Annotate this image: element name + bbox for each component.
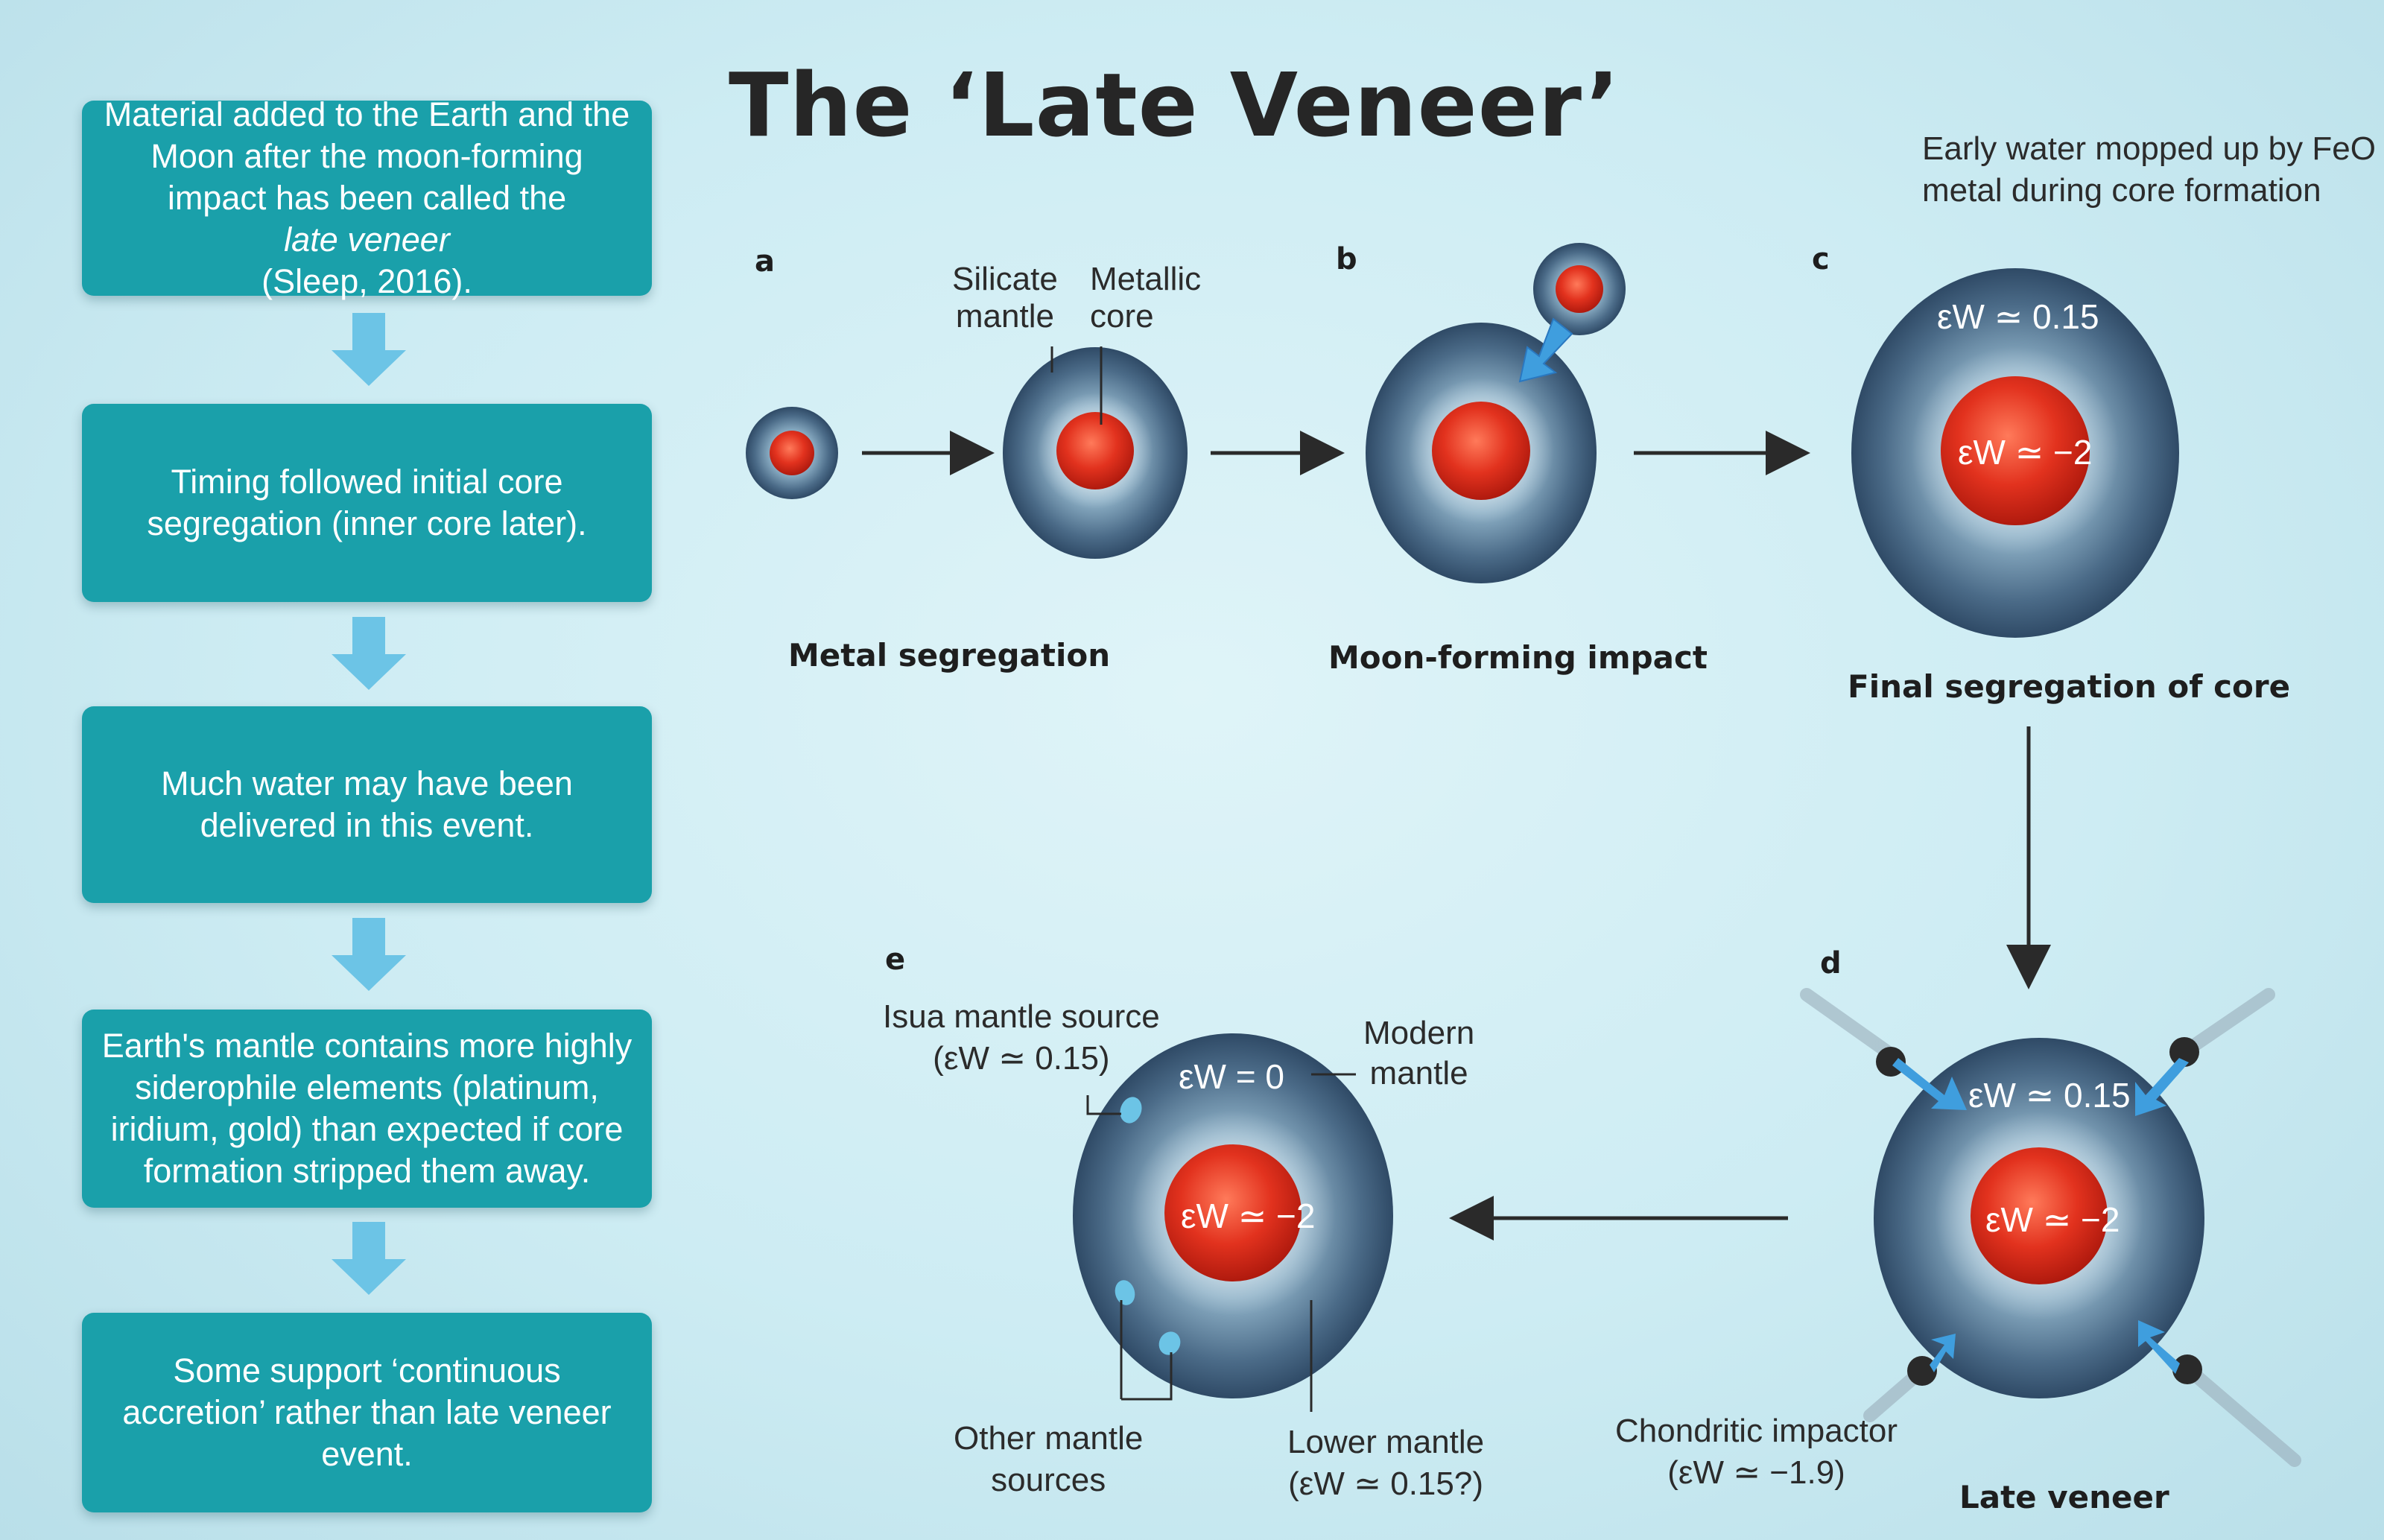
planet-e	[1073, 1033, 1393, 1398]
impactor-streaks	[1800, 988, 2301, 1467]
label-metallic-core: Metallic core	[1090, 261, 1202, 335]
down-arrow-icon	[332, 1222, 406, 1295]
label-lower-mantle: Lower mantle (εW ≃ 0.15?)	[1287, 1424, 1485, 1502]
value-e-mantle: εW = 0	[1179, 1057, 1284, 1096]
caption-metal-segregation: Metal segregation	[788, 637, 1111, 674]
planet-d	[1874, 1038, 2204, 1398]
flow-box-1-text-end: (Sleep, 2016).	[261, 262, 472, 300]
planet-a-large	[1003, 346, 1188, 559]
flow-box-1-emphasis: late veneer	[284, 221, 450, 259]
caption-late-veneer: Late veneer	[1959, 1479, 2169, 1515]
value-d-mantle: εW ≃ 0.15	[1968, 1076, 2131, 1115]
flow-box-1-text: Material added to the Earth and the Moon…	[104, 95, 630, 217]
label-isua-source: Isua mantle source (εW ≃ 0.15)	[883, 998, 1160, 1077]
stage-label-d: d	[1820, 946, 1842, 980]
label-other-sources: Other mantle sources	[954, 1420, 1144, 1498]
caption-final-segregation: Final segregation of core	[1848, 668, 2291, 705]
down-arrow-icon	[332, 918, 406, 991]
stage-label-b: b	[1336, 242, 1357, 276]
impactor-arrows	[1876, 1037, 2202, 1386]
flow-box-4: Earth's mantle contains more highly side…	[82, 1010, 652, 1208]
value-d-core: εW ≃ −2	[1985, 1200, 2120, 1239]
flow-box-5-text: Some support ‘continuous accretion’ rath…	[122, 1352, 612, 1473]
flow-box-5: Some support ‘continuous accretion’ rath…	[82, 1313, 652, 1512]
flow-box-2-text: Timing followed initial core segregation…	[147, 463, 587, 542]
value-c-mantle: εW ≃ 0.15	[1937, 297, 2099, 336]
leader-lines	[1086, 1073, 1356, 1412]
stage-label-c: c	[1812, 242, 1830, 276]
down-arrow-icon	[332, 617, 406, 690]
down-arrow-icon	[332, 313, 406, 386]
flow-box-3: Much water may have been delivered in th…	[82, 706, 652, 903]
label-early-water: Early water mopped up by FeO metal durin…	[1922, 130, 2376, 209]
caption-moon-forming-impact: Moon-forming impact	[1328, 639, 1708, 676]
stage-label-a: a	[755, 244, 775, 279]
flow-box-1: Material added to the Earth and the Moon…	[82, 95, 652, 300]
planet-b	[1366, 243, 1626, 583]
value-c-core: εW ≃ −2	[1958, 433, 2093, 472]
label-modern-mantle: Modern mantle	[1363, 1015, 1475, 1091]
value-e-core: εW ≃ −2	[1181, 1197, 1316, 1235]
flow-box-2: Timing followed initial core segregation…	[82, 404, 652, 602]
flow-box-3-text: Much water may have been delivered in th…	[161, 764, 573, 844]
label-chondritic-impactor: Chondritic impactor (εW ≃ −1.9)	[1615, 1413, 1898, 1491]
page-title: The ‘Late Veneer’	[729, 54, 1620, 156]
planet-c	[1851, 268, 2179, 638]
flow-box-4-text: Earth's mantle contains more highly side…	[101, 1027, 633, 1190]
planet-a-small	[746, 407, 838, 499]
label-silicate-mantle: Silicate mantle	[952, 261, 1058, 335]
stage-label-e: e	[885, 942, 906, 977]
